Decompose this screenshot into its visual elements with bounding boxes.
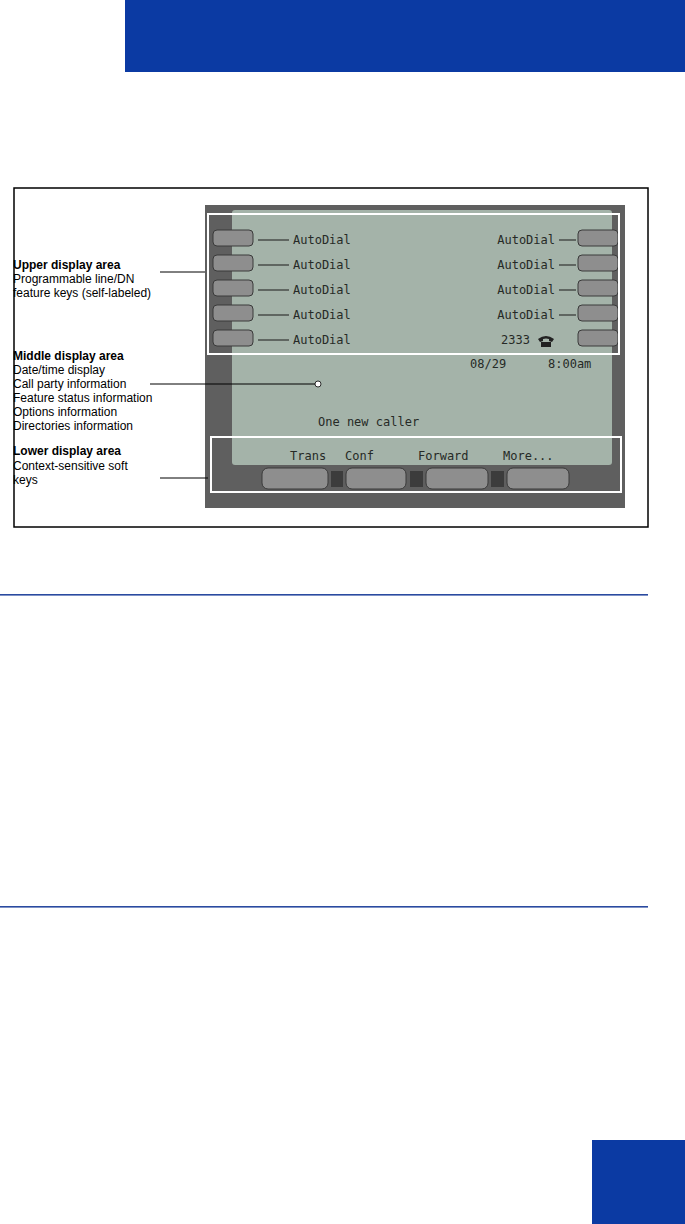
leader-line [160, 272, 205, 273]
callout-text: Feature status information [13, 391, 183, 405]
date-display: 08/29 [470, 357, 506, 371]
caller-status: One new caller [318, 415, 419, 429]
phone-display-illustration [205, 205, 625, 508]
pointer-dash [258, 239, 289, 240]
soft-key-label: More... [503, 449, 554, 463]
callout-heading: Middle display area [13, 349, 183, 363]
soft-key-label: Forward [418, 449, 469, 463]
soft-key [507, 468, 569, 489]
line-keys [213, 230, 618, 346]
directory-number: 2333 [501, 333, 530, 347]
upper-display-area: AutoDialAutoDialAutoDialAutoDialAutoDial… [207, 213, 620, 355]
pointer-dash [258, 339, 289, 340]
callout-heading: Lower display area [13, 444, 183, 458]
autodial-key-label: AutoDial [293, 233, 351, 247]
pointer-dash [559, 314, 576, 315]
key-pointer-dashes [258, 240, 576, 340]
section-rule [0, 594, 648, 596]
line-key [213, 255, 253, 271]
lower-display-area: Trans Conf Forward More... [210, 436, 622, 493]
page-tab [592, 1140, 685, 1224]
line-key [213, 280, 253, 296]
autodial-key-label: AutoDial [293, 283, 351, 297]
key-divider [331, 471, 343, 487]
phone-icon [538, 336, 554, 347]
line-key [213, 305, 253, 321]
soft-key-label: Conf [345, 449, 374, 463]
leader-dot [315, 381, 321, 387]
callout-text: Options information [13, 405, 183, 419]
line-key [578, 280, 618, 296]
figure-frame [14, 188, 648, 527]
line-key [578, 330, 618, 346]
autodial-key-label: AutoDial [497, 308, 555, 322]
pointer-dash [559, 264, 576, 265]
time-display: 8:00am [548, 357, 591, 371]
soft-key [346, 468, 406, 489]
section-rule [0, 906, 648, 908]
key-divider [491, 471, 504, 487]
soft-keys [262, 468, 569, 489]
callout-text: Programmable line/DN feature keys (self-… [13, 272, 163, 300]
callout-text: Context-sensitive soft keys [13, 459, 128, 487]
pointer-dash [258, 264, 289, 265]
autodial-key-label: AutoDial [497, 258, 555, 272]
line-key [213, 330, 253, 346]
line-key [578, 230, 618, 246]
callout-text: Date/time display [13, 363, 183, 377]
pointer-dash [559, 289, 576, 290]
soft-key [262, 468, 328, 489]
line-key [578, 255, 618, 271]
leader-line [150, 384, 315, 385]
leader-line [160, 478, 208, 479]
callout-text: Directories information [13, 419, 183, 433]
pointer-dash [258, 289, 289, 290]
lcd-screen [232, 210, 612, 465]
callout-heading: Upper display area [13, 258, 183, 272]
pointer-dash [559, 239, 576, 240]
phone-body [205, 205, 625, 508]
line-key [578, 305, 618, 321]
autodial-key-label: AutoDial [293, 308, 351, 322]
autodial-key-label: AutoDial [293, 258, 351, 272]
key-divider [410, 471, 423, 487]
line-key [213, 230, 253, 246]
leader-lines [150, 272, 315, 478]
callout-text: Call party information [13, 377, 183, 391]
autodial-key-label: AutoDial [497, 233, 555, 247]
header-bar [125, 0, 685, 72]
handset-shape [538, 336, 554, 342]
autodial-key-label: AutoDial [293, 333, 351, 347]
soft-key-label: Trans [290, 449, 326, 463]
phone-base [541, 342, 551, 347]
autodial-key-label: AutoDial [497, 283, 555, 297]
pointer-dash [258, 314, 289, 315]
soft-key [426, 468, 488, 489]
